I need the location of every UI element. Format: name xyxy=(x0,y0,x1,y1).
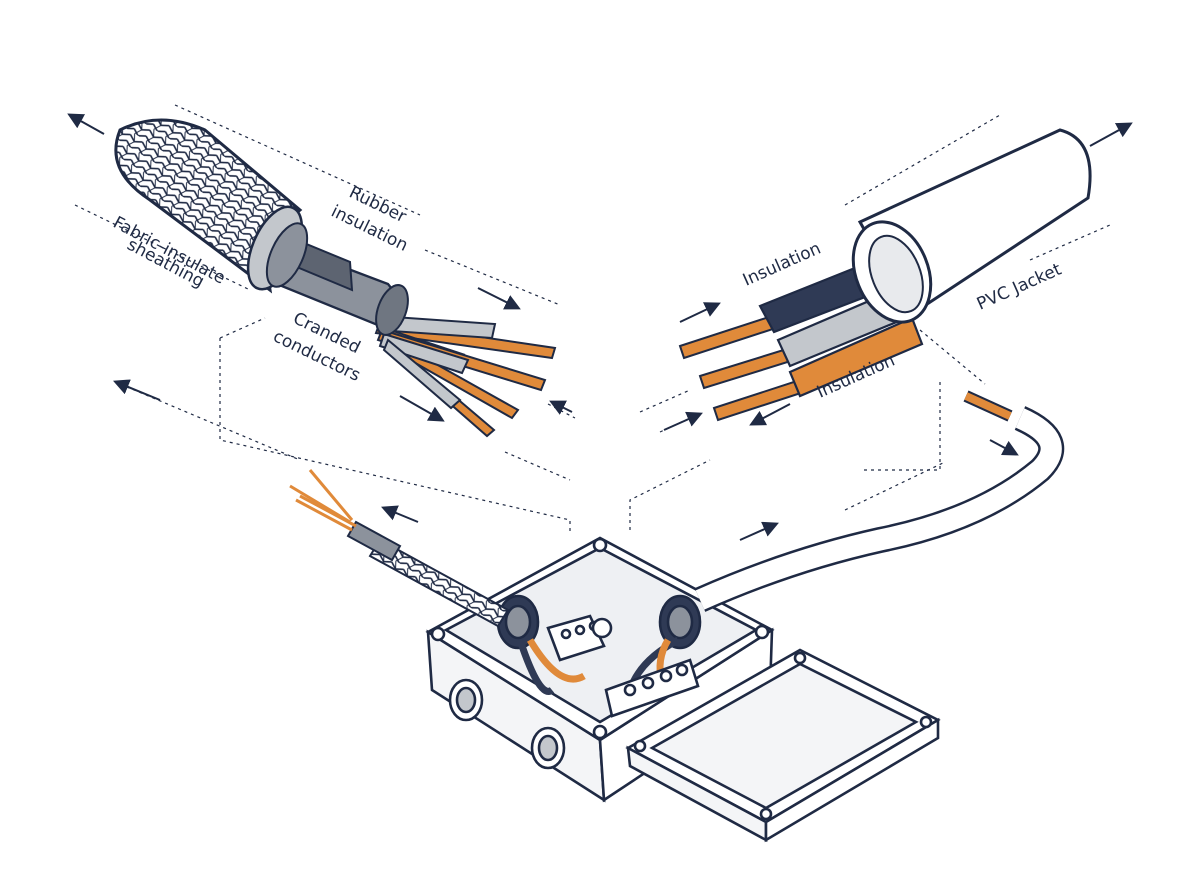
arrow-icon xyxy=(477,287,521,310)
pvc-conductors xyxy=(678,314,806,422)
arrow-icon xyxy=(679,302,721,323)
screw-icon xyxy=(793,651,807,665)
arrow-icon xyxy=(113,379,161,401)
arrow-icon xyxy=(749,403,791,426)
terminal-block-icon xyxy=(604,658,700,718)
right-feed-cable xyxy=(694,390,1065,612)
screw-icon xyxy=(759,807,773,821)
junction-box-lid xyxy=(625,648,941,843)
left-feed-cable xyxy=(289,469,510,628)
arrow-icon xyxy=(663,411,703,431)
screw-icon xyxy=(592,724,608,740)
fabric-cable xyxy=(114,118,557,438)
pvc-cable xyxy=(678,128,1092,422)
leader-lines xyxy=(74,104,1111,535)
arrow-icon xyxy=(989,439,1019,456)
label-pvc-jacket: PVC Jacket xyxy=(974,259,1065,314)
arrow-icon xyxy=(1089,122,1133,147)
arrow-icon xyxy=(549,400,573,415)
arrow-icon xyxy=(67,113,105,135)
screw-icon xyxy=(633,739,647,753)
terminal-block-icon xyxy=(546,614,606,662)
arrow-icons xyxy=(67,113,1133,541)
arrow-icon xyxy=(381,505,419,523)
arrow-icon xyxy=(739,521,779,541)
screw-icon xyxy=(919,715,933,729)
label-insulation-top: Insulation xyxy=(740,238,824,290)
screw-icon xyxy=(430,626,446,642)
rubber-insulation-end xyxy=(375,284,409,336)
screw-icon xyxy=(592,537,608,553)
arrow-icon xyxy=(399,395,445,422)
screw-icon xyxy=(754,624,770,640)
insulated-cores xyxy=(376,314,497,410)
